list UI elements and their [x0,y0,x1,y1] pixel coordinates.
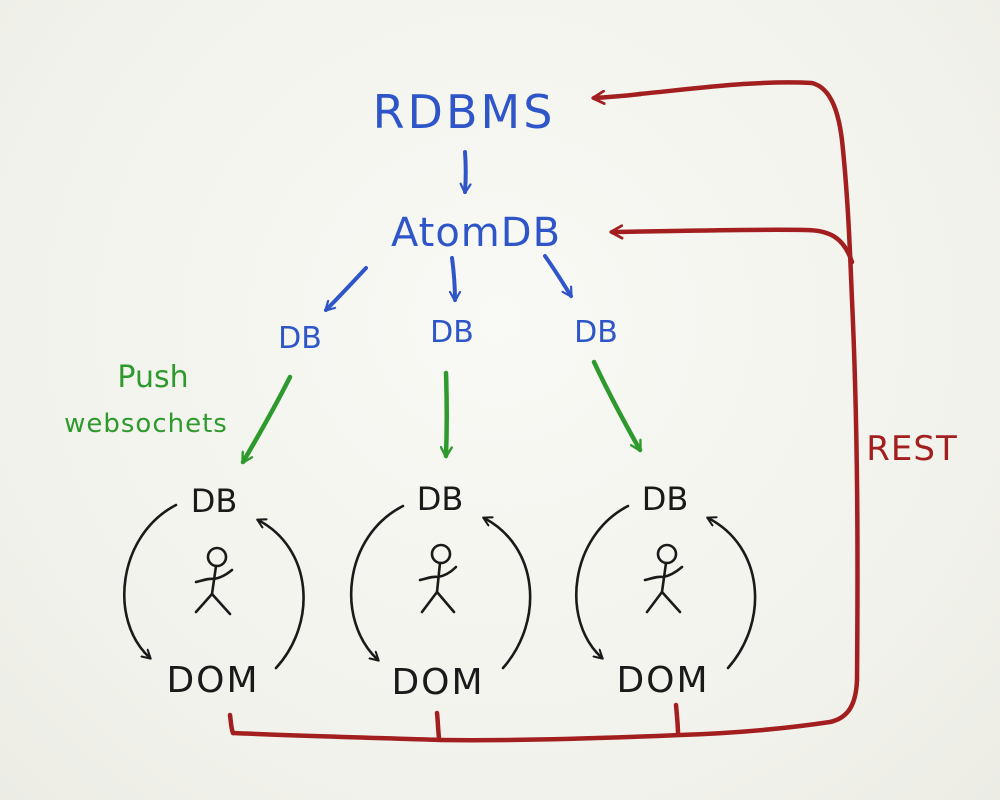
dom-to-db-cycle-arrow [258,520,305,670]
atomdb-to-db-right-arrow [543,254,573,298]
db-to-dom-cycle-arrow [349,504,405,660]
atomdb-to-db-middle-arrow [452,256,455,300]
user-stick-figure-icon [194,546,234,616]
rest-drop-middle [434,710,442,741]
client-db-right-label: DB [642,480,689,518]
db-to-dom-cycle-arrow [575,504,630,658]
rdbms-to-atomdb-arrow [465,150,466,192]
client-group-left: DB DOM [123,482,305,701]
rest-drop-left [227,712,236,736]
rest-to-atomdb-arrow [612,230,855,265]
client-group-middle: DB DOM [349,480,532,703]
rdbms-label: RDBMS [373,85,556,139]
user-stick-figure-icon [643,543,684,614]
dom-to-db-cycle-arrow [484,518,532,670]
client-db-middle-label: DB [417,480,464,518]
rest-to-rdbms-arrow [594,94,643,98]
client-dom-left-label: DOM [166,660,259,701]
client-db-left-label: DB [191,482,238,520]
atomdb-label: AtomDB [391,210,561,256]
client-dom-middle-label: DOM [391,662,484,703]
rest-drop-right [673,702,681,737]
dom-to-db-cycle-arrow [708,518,757,670]
rest-connector [227,80,860,743]
rest-bottom-line [230,677,860,743]
rest-label: REST [866,429,957,469]
push-arrow-left [240,374,293,465]
client-dom-right-label: DOM [616,660,709,701]
db-to-dom-cycle-arrow [123,503,178,658]
rest-vertical-line [637,80,860,683]
push-label: Push [117,360,188,395]
websockets-label: websochets [64,409,228,439]
push-arrow-right [591,359,643,453]
client-group-right: DB DOM [575,480,757,701]
push-arrow-middle [446,370,447,456]
server-db-middle-label: DB [430,315,474,350]
server-db-left-label: DB [278,321,322,356]
user-stick-figure-icon [418,543,458,614]
server-db-right-label: DB [574,315,618,350]
atomdb-to-db-left-arrow [324,266,368,312]
